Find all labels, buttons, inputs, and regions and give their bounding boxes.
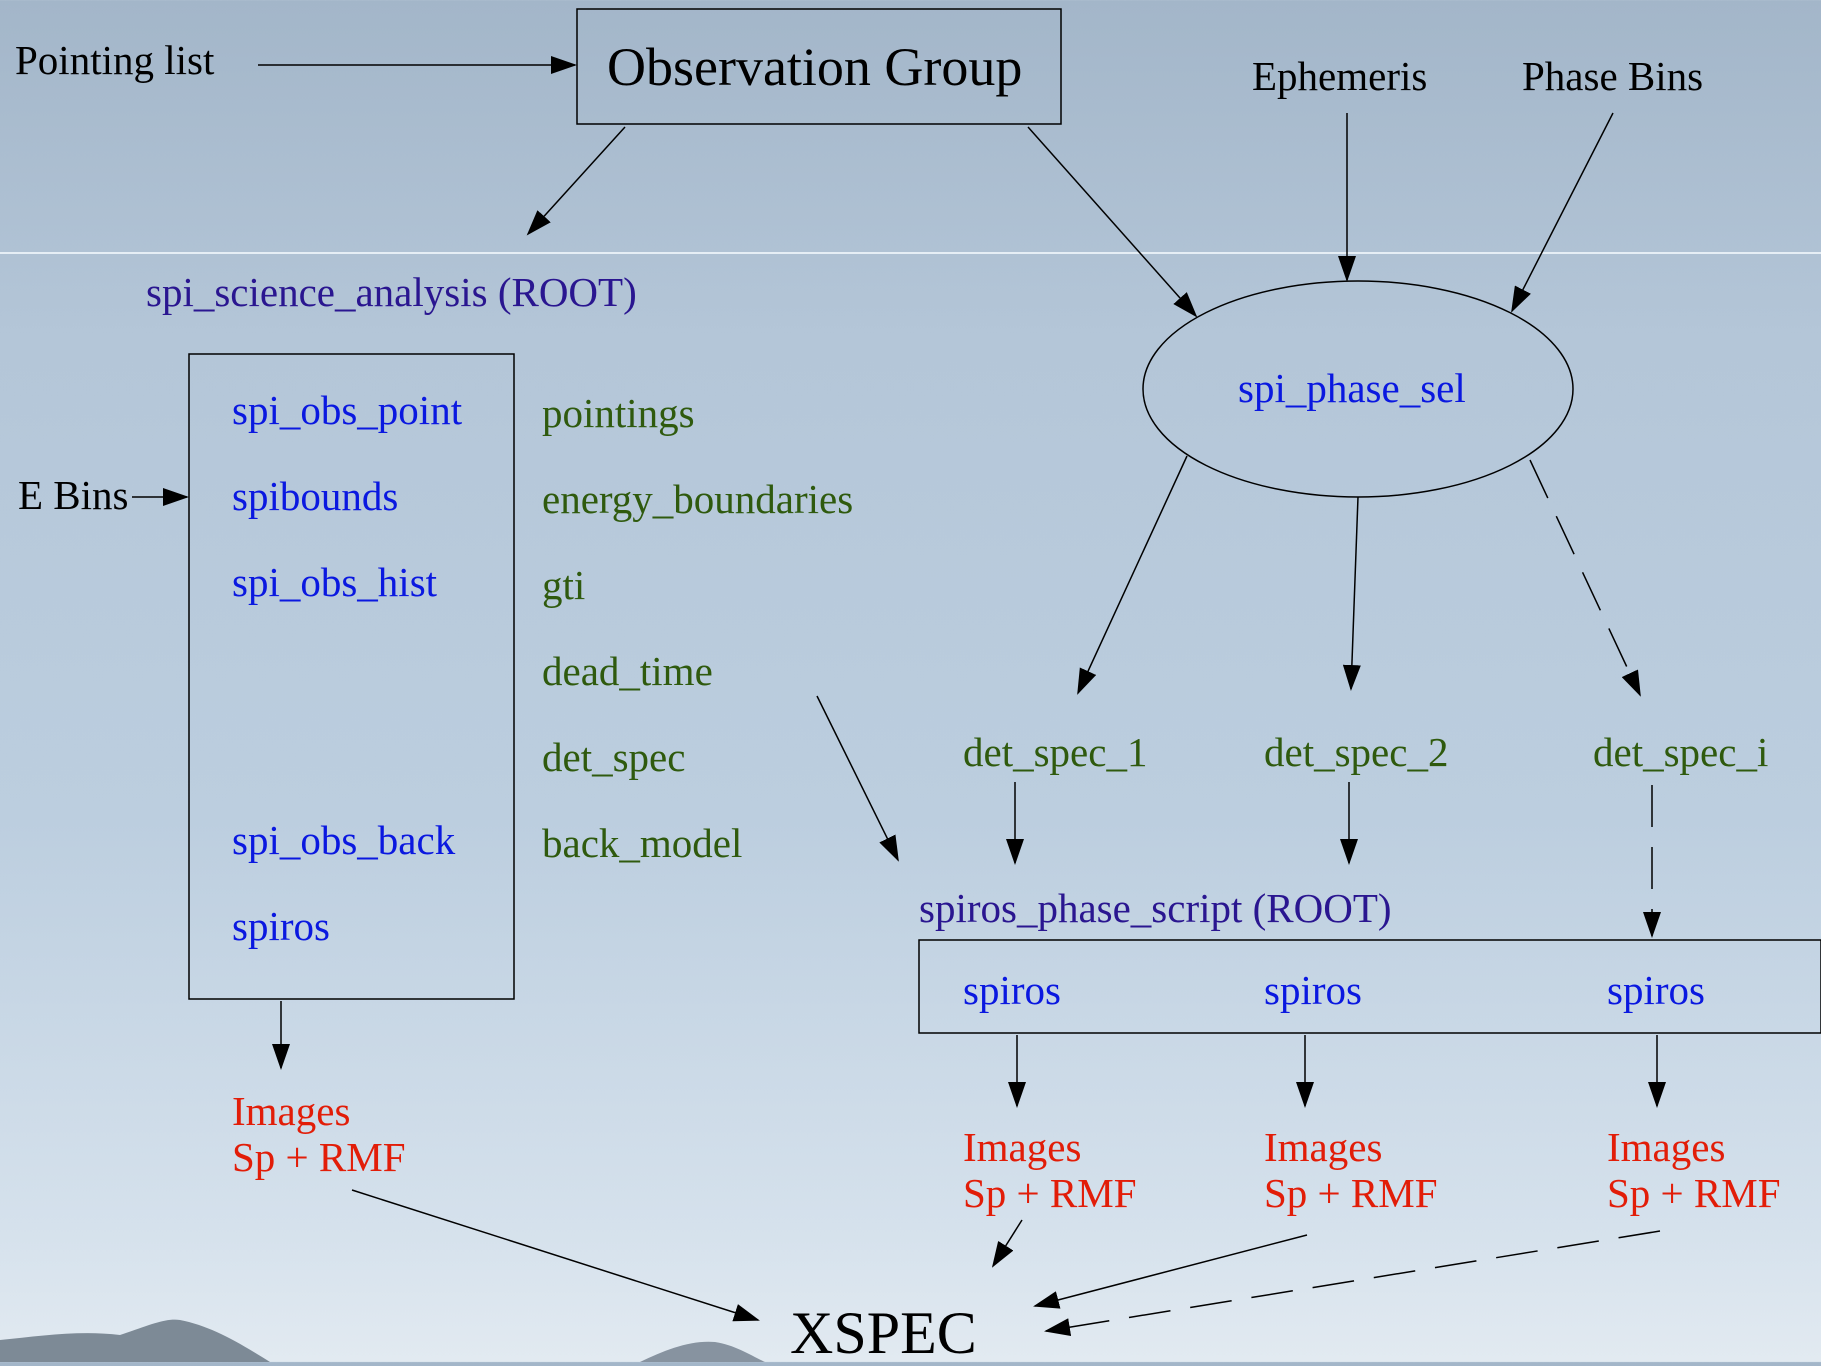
phase-output-1-sp-rmf: Sp + RMF: [963, 1170, 1137, 1216]
arrow-phase-sel-to-det-spec-i-dashed: [1529, 459, 1641, 697]
observation-group-box: [576, 8, 1062, 125]
phase-sel-label: spi_phase_sel: [1238, 365, 1466, 411]
det-spec-1-label: det_spec_1: [963, 729, 1148, 775]
science-output-images: Images: [232, 1088, 351, 1134]
ephemeris-label: Ephemeris: [1252, 53, 1428, 99]
arrow-dead-time-to-phase-script: [816, 695, 899, 862]
phase-output-2-sp-rmf: Sp + RMF: [1264, 1170, 1438, 1216]
phase-output-1-images: Images: [963, 1124, 1082, 1170]
det-spec-2-label: det_spec_2: [1264, 729, 1449, 775]
mountain-mid: [640, 1341, 765, 1362]
arrow-phase-sel-to-det-spec-2: [1342, 496, 1361, 691]
tool-spi-obs-hist: spi_obs_hist: [232, 559, 438, 605]
e-bins-label: E Bins: [18, 472, 129, 518]
product-dead-time: dead_time: [542, 648, 713, 694]
phase-script-spiros-2: spiros: [1264, 967, 1362, 1013]
phase-output-3-sp-rmf: Sp + RMF: [1607, 1170, 1781, 1216]
product-gti: gti: [542, 562, 586, 608]
tool-spiros: spiros: [232, 903, 330, 949]
product-det-spec: det_spec: [542, 734, 686, 780]
tool-spi-obs-back: spi_obs_back: [232, 817, 456, 863]
arrow-science-images-to-xspec: [351, 1189, 760, 1322]
phase-output-2-images: Images: [1264, 1124, 1383, 1170]
tool-spi-obs-point: spi_obs_point: [232, 387, 463, 433]
arrow-images-i-to-xspec-dashed: [1044, 1230, 1661, 1337]
phase-output-3-images: Images: [1607, 1124, 1726, 1170]
product-back-model: back_model: [542, 820, 743, 866]
phase-script-title: spiros_phase_script (ROOT): [919, 885, 1392, 931]
phase-script-spiros-3: spiros: [1607, 967, 1705, 1013]
science-output-sp-rmf: Sp + RMF: [232, 1134, 406, 1180]
arrow-phase-sel-to-det-spec-1: [1077, 455, 1188, 695]
product-pointings: pointings: [542, 390, 695, 436]
arrow-phase-bins-to-phase-sel: [1511, 112, 1614, 313]
det-spec-i-label: det_spec_i: [1593, 729, 1769, 775]
science-analysis-title: spi_science_analysis (ROOT): [146, 269, 637, 315]
xspec-label: XSPEC: [790, 1300, 977, 1366]
product-energy-boundaries: energy_boundaries: [542, 476, 854, 522]
arrow-group-to-phase-sel: [1027, 126, 1198, 318]
phase-script-box: [918, 939, 1821, 1034]
pointing-list-label: Pointing list: [15, 37, 215, 83]
arrow-images-1-to-xspec: [991, 1219, 1023, 1268]
tool-spibounds: spibounds: [232, 473, 399, 519]
mountain-left: [0, 1319, 270, 1362]
phase-bins-label: Phase Bins: [1522, 53, 1704, 99]
arrow-group-to-science: [526, 126, 626, 236]
observation-group-label: Observation Group: [607, 37, 1023, 97]
arrow-images-2-to-xspec: [1033, 1234, 1308, 1309]
phase-script-spiros-1: spiros: [963, 967, 1061, 1013]
science-analysis-box: [188, 353, 515, 1000]
